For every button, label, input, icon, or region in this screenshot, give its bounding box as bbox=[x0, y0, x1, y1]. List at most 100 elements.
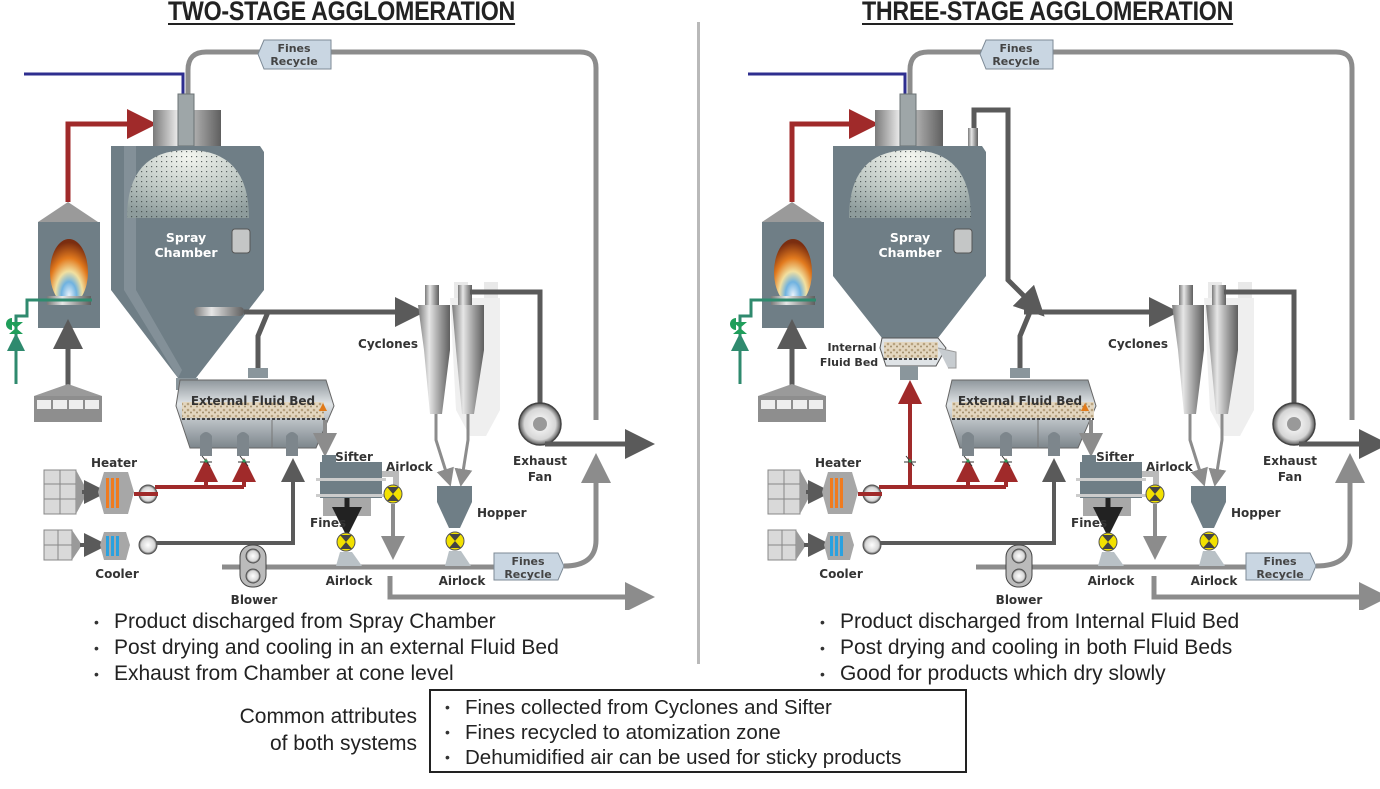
airlock-fines: Airlock bbox=[1088, 532, 1136, 588]
cooler-label: Cooler bbox=[95, 567, 139, 581]
fines-recycle-tag-bottom-line2: Recycle bbox=[504, 568, 551, 581]
two-stage-bullet: Post drying and cooling in an external F… bbox=[88, 635, 559, 661]
product-out-line bbox=[1151, 576, 1380, 610]
airlock-bottom-2-label: Airlock bbox=[439, 574, 487, 588]
fines-recycle-tag-top: Fines Recycle bbox=[979, 39, 1054, 70]
airlock-hopper: Airlock bbox=[439, 531, 487, 588]
fines-recycle-tag-top-line1: Fines bbox=[277, 42, 311, 55]
cyclones: Cyclones bbox=[1108, 282, 1254, 436]
chamber-exhaust-duct bbox=[194, 307, 244, 316]
exhaust-fan-label-line2: Fan bbox=[1278, 470, 1302, 484]
product-out-line bbox=[387, 576, 655, 610]
fines-recycle-tag-bottom-line1: Fines bbox=[511, 555, 545, 568]
cyclone-underflow-1 bbox=[1188, 414, 1208, 487]
cooler-unit: Cooler bbox=[43, 529, 158, 581]
common-attributes-label-line1: Common attributes bbox=[239, 705, 417, 728]
cyclone-outlet-line bbox=[1224, 289, 1297, 424]
common-attributes-label: Common attributes of both systems bbox=[205, 703, 417, 757]
dampers bbox=[904, 455, 1012, 467]
airlock-sifter-label: Airlock bbox=[386, 460, 434, 474]
recycle-to-top-line bbox=[563, 453, 611, 569]
fines-recycle-tag-top: Fines Recycle bbox=[257, 39, 332, 70]
sifter: Sifter bbox=[1076, 450, 1159, 516]
spray-chamber: Spray Chamber bbox=[833, 93, 986, 338]
heater-label: Heater bbox=[815, 456, 861, 470]
spray-chamber: Spray Chamber bbox=[111, 93, 264, 390]
exhaust-fan-label-line1: Exhaust bbox=[1263, 454, 1317, 468]
fines-recycle-tag-bottom-line1: Fines bbox=[1263, 555, 1297, 568]
cyclones-label: Cyclones bbox=[1108, 337, 1168, 351]
common-bullet: Dehumidified air can be used for sticky … bbox=[431, 745, 965, 770]
panel-divider bbox=[697, 22, 700, 664]
heater-unit: Heater bbox=[43, 456, 158, 515]
cooler-unit: Cooler bbox=[767, 529, 882, 581]
hopper: Hopper bbox=[437, 486, 527, 528]
hopper-label: Hopper bbox=[477, 506, 527, 520]
common-attributes-bullets: Fines collected from Cyclones and Sifter… bbox=[431, 691, 965, 770]
two-stage-title: TWO-STAGE AGGLOMERATION bbox=[168, 0, 516, 26]
internal-fluid-bed: Internal Fluid Bed bbox=[820, 337, 957, 380]
blower: Blower bbox=[231, 544, 278, 607]
dampers bbox=[200, 455, 250, 467]
fines-recycle-tag-bottom: Fines Recycle bbox=[493, 552, 565, 581]
hopper: Hopper bbox=[1191, 486, 1281, 528]
airlock-bottom-1-label: Airlock bbox=[326, 574, 374, 588]
spray-chamber-label-line1: Spray bbox=[166, 230, 206, 245]
hot-air-line bbox=[789, 109, 879, 202]
chamber-top-exhaust-line bbox=[971, 107, 1045, 317]
fines-recycle-tag-top-line1: Fines bbox=[999, 42, 1033, 55]
fines-label: Fines bbox=[1071, 516, 1107, 530]
cyclones-label: Cyclones bbox=[358, 337, 418, 351]
common-attributes-box: Fines collected from Cyclones and Sifter… bbox=[429, 689, 967, 773]
external-fluid-bed: External Fluid Bed bbox=[175, 368, 335, 456]
two-stage-bullet: Product discharged from Spray Chamber bbox=[88, 609, 559, 635]
blower: Blower bbox=[996, 544, 1043, 607]
exhaust-fan-label-line1: Exhaust bbox=[513, 454, 567, 468]
fines-recycle-tag-top-line2: Recycle bbox=[992, 55, 1039, 68]
fines-label: Fines bbox=[310, 516, 346, 530]
recycle-to-top-line bbox=[1315, 453, 1365, 569]
blower-label: Blower bbox=[996, 593, 1043, 607]
cyclone-underflow-2 bbox=[454, 414, 473, 487]
spray-chamber-label-line2: Chamber bbox=[878, 245, 942, 260]
fines-recycle-tag-top-line2: Recycle bbox=[270, 55, 317, 68]
heater-label: Heater bbox=[91, 456, 137, 470]
three-stage-bullet: Product discharged from Internal Fluid B… bbox=[814, 609, 1239, 635]
three-stage-bullets: Product discharged from Internal Fluid B… bbox=[814, 609, 1239, 687]
two-stage-diagram: Fines Recycle Spray Chamber bbox=[6, 39, 655, 610]
common-attributes-label-line2: of both systems bbox=[269, 732, 417, 755]
airlock-sifter-label: Airlock bbox=[1146, 460, 1194, 474]
air-heater-furnace bbox=[6, 202, 102, 422]
internal-fluid-bed-label-line1: Internal bbox=[827, 341, 876, 354]
cooler-label: Cooler bbox=[819, 567, 863, 581]
sifter-label: Sifter bbox=[335, 450, 373, 464]
exhaust-fan: Exhaust Fan bbox=[513, 402, 567, 484]
blower-label: Blower bbox=[231, 593, 278, 607]
spray-chamber-label-line1: Spray bbox=[890, 230, 930, 245]
heated-air-line bbox=[134, 485, 244, 496]
bed-exhaust-line bbox=[255, 311, 271, 372]
airlock-bottom-1-label: Airlock bbox=[1088, 574, 1136, 588]
three-stage-diagram: Fines Recycle Spray Chamber Internal Flu… bbox=[730, 39, 1380, 610]
external-fluid-bed: External Fluid Bed bbox=[945, 368, 1097, 456]
three-stage-title: THREE-STAGE AGGLOMERATION bbox=[862, 0, 1234, 26]
hopper-label: Hopper bbox=[1231, 506, 1281, 520]
hot-air-line bbox=[65, 109, 157, 202]
external-fluid-bed-label: External Fluid Bed bbox=[958, 394, 1082, 408]
sifter: Sifter bbox=[316, 450, 399, 516]
fines-recycle-tag-bottom-line2: Recycle bbox=[1256, 568, 1303, 581]
heater-unit: Heater bbox=[767, 456, 882, 515]
fines-recycle-tag-bottom: Fines Recycle bbox=[1245, 552, 1317, 581]
cyclones: Cyclones bbox=[358, 282, 500, 436]
heated-air-line bbox=[858, 485, 1006, 496]
cyclone-outlet-line bbox=[470, 289, 543, 424]
spray-chamber-label-line2: Chamber bbox=[154, 245, 218, 260]
internal-fluid-bed-label-line2: Fluid Bed bbox=[820, 356, 878, 369]
bed-exhaust-line bbox=[1017, 311, 1033, 372]
fines-recycle-line-top bbox=[185, 49, 599, 420]
sifter-label: Sifter bbox=[1096, 450, 1134, 464]
three-stage-bullet: Good for products which dry slowly bbox=[814, 661, 1239, 687]
cyclone-underflow-2 bbox=[1208, 414, 1227, 487]
air-heater-furnace bbox=[730, 202, 826, 422]
common-bullet: Fines recycled to atomization zone bbox=[431, 720, 965, 745]
